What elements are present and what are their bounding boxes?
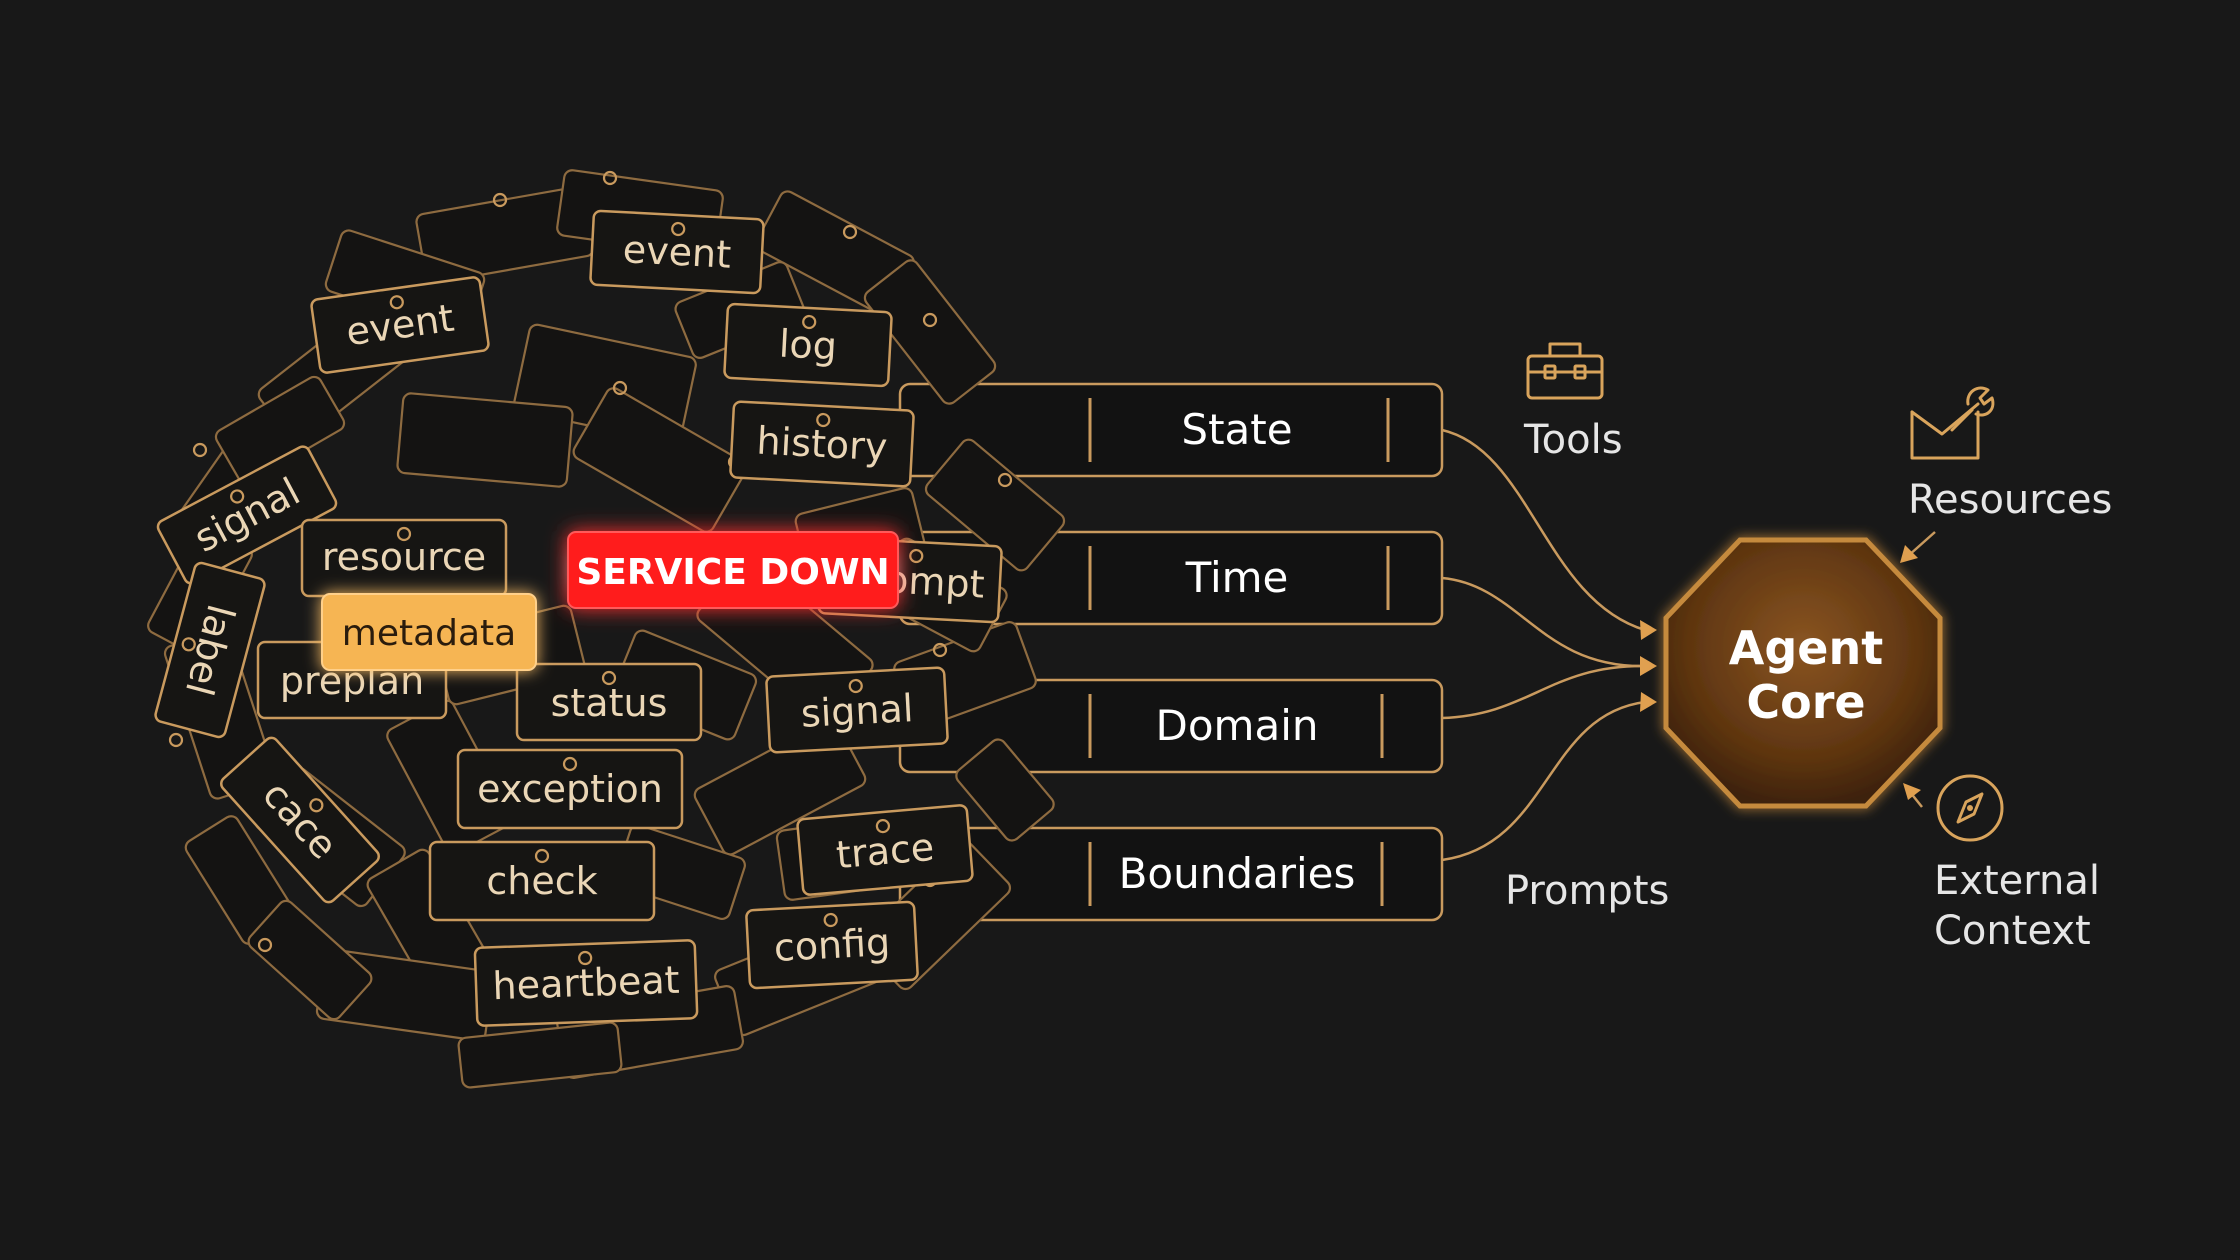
cluster-tag-signal: signal [765,666,949,754]
external-context-label-1: External [1934,858,2100,904]
cluster-tag-label: status [551,681,668,725]
resources-label: Resources [1908,477,2112,523]
cluster-tag-event: event [589,209,765,295]
cluster-tag-label: label [154,561,266,739]
cluster-tag-log: log [723,302,893,388]
arrow-head [1903,783,1921,800]
arrow-head [1640,656,1657,676]
prompts-input: Prompts [1505,868,1669,914]
context-bar-label: Boundaries [1119,849,1356,898]
tag-cluster: event event log history signal resource [147,169,1066,1089]
cluster-tag-label: exception [477,767,663,811]
context-bar-boundaries: Boundaries [898,826,1444,922]
service-down-alert: SERVICE DOWN [567,531,899,609]
service-down-label: SERVICE DOWN [576,552,889,593]
flow-connectors [1441,428,1936,862]
cluster-tag-label: config [773,920,891,970]
cluster-tag-label: history [756,419,889,470]
wrench-box-icon [1910,386,1995,460]
cluster-tag-check: check [428,840,656,922]
context-bar-label: Time [1185,553,1289,602]
cluster-tag-label: check [486,859,597,903]
metadata-tag: metadata [321,593,537,671]
prompts-label: Prompts [1505,868,1669,914]
cluster-tag-event: event [310,276,490,374]
tools-label: Tools [1523,417,1623,463]
cluster-tag-trace: trace [796,804,974,896]
cluster-tag-label: signal [800,686,915,736]
context-bar-label: Domain [1156,701,1319,750]
context-bar-domain: Domain [898,678,1444,774]
compass-icon [1936,774,2004,842]
cluster-tag-history: history [729,400,915,488]
cluster-tag-heartbeat: heartbeat [473,939,699,1027]
cluster-tag-label: event [622,227,732,277]
cluster-tag-status: status [515,662,703,742]
tools-input: Tools [1523,342,1623,463]
cluster-tag-label: resource [322,535,486,579]
arrow-head [1900,545,1918,563]
external-context-label-2: Context [1934,908,2091,954]
agent-core-line2: Core [1746,675,1865,729]
agent-core-line1: Agent [1729,621,1883,675]
resources-input: Resources [1908,386,2112,523]
context-bar-label: State [1181,405,1292,454]
arrow-head [1640,692,1657,712]
metadata-tag-label: metadata [342,613,516,654]
cluster-tag-label: log [778,322,838,369]
external-context-input: External Context [1934,774,2100,954]
cluster-tag-exception: exception [456,748,684,830]
cluster-tag-label: trace [834,825,936,877]
cluster-tag-resource: resource [300,518,508,598]
toolbox-icon [1526,342,1604,400]
agent-core: Agent Core [1663,537,1943,809]
cluster-tag-config: config [745,900,919,990]
cluster-tag-label: ompt [884,557,985,606]
arrow-head [1640,620,1657,640]
cluster-tag-label: heartbeat [492,958,680,1008]
